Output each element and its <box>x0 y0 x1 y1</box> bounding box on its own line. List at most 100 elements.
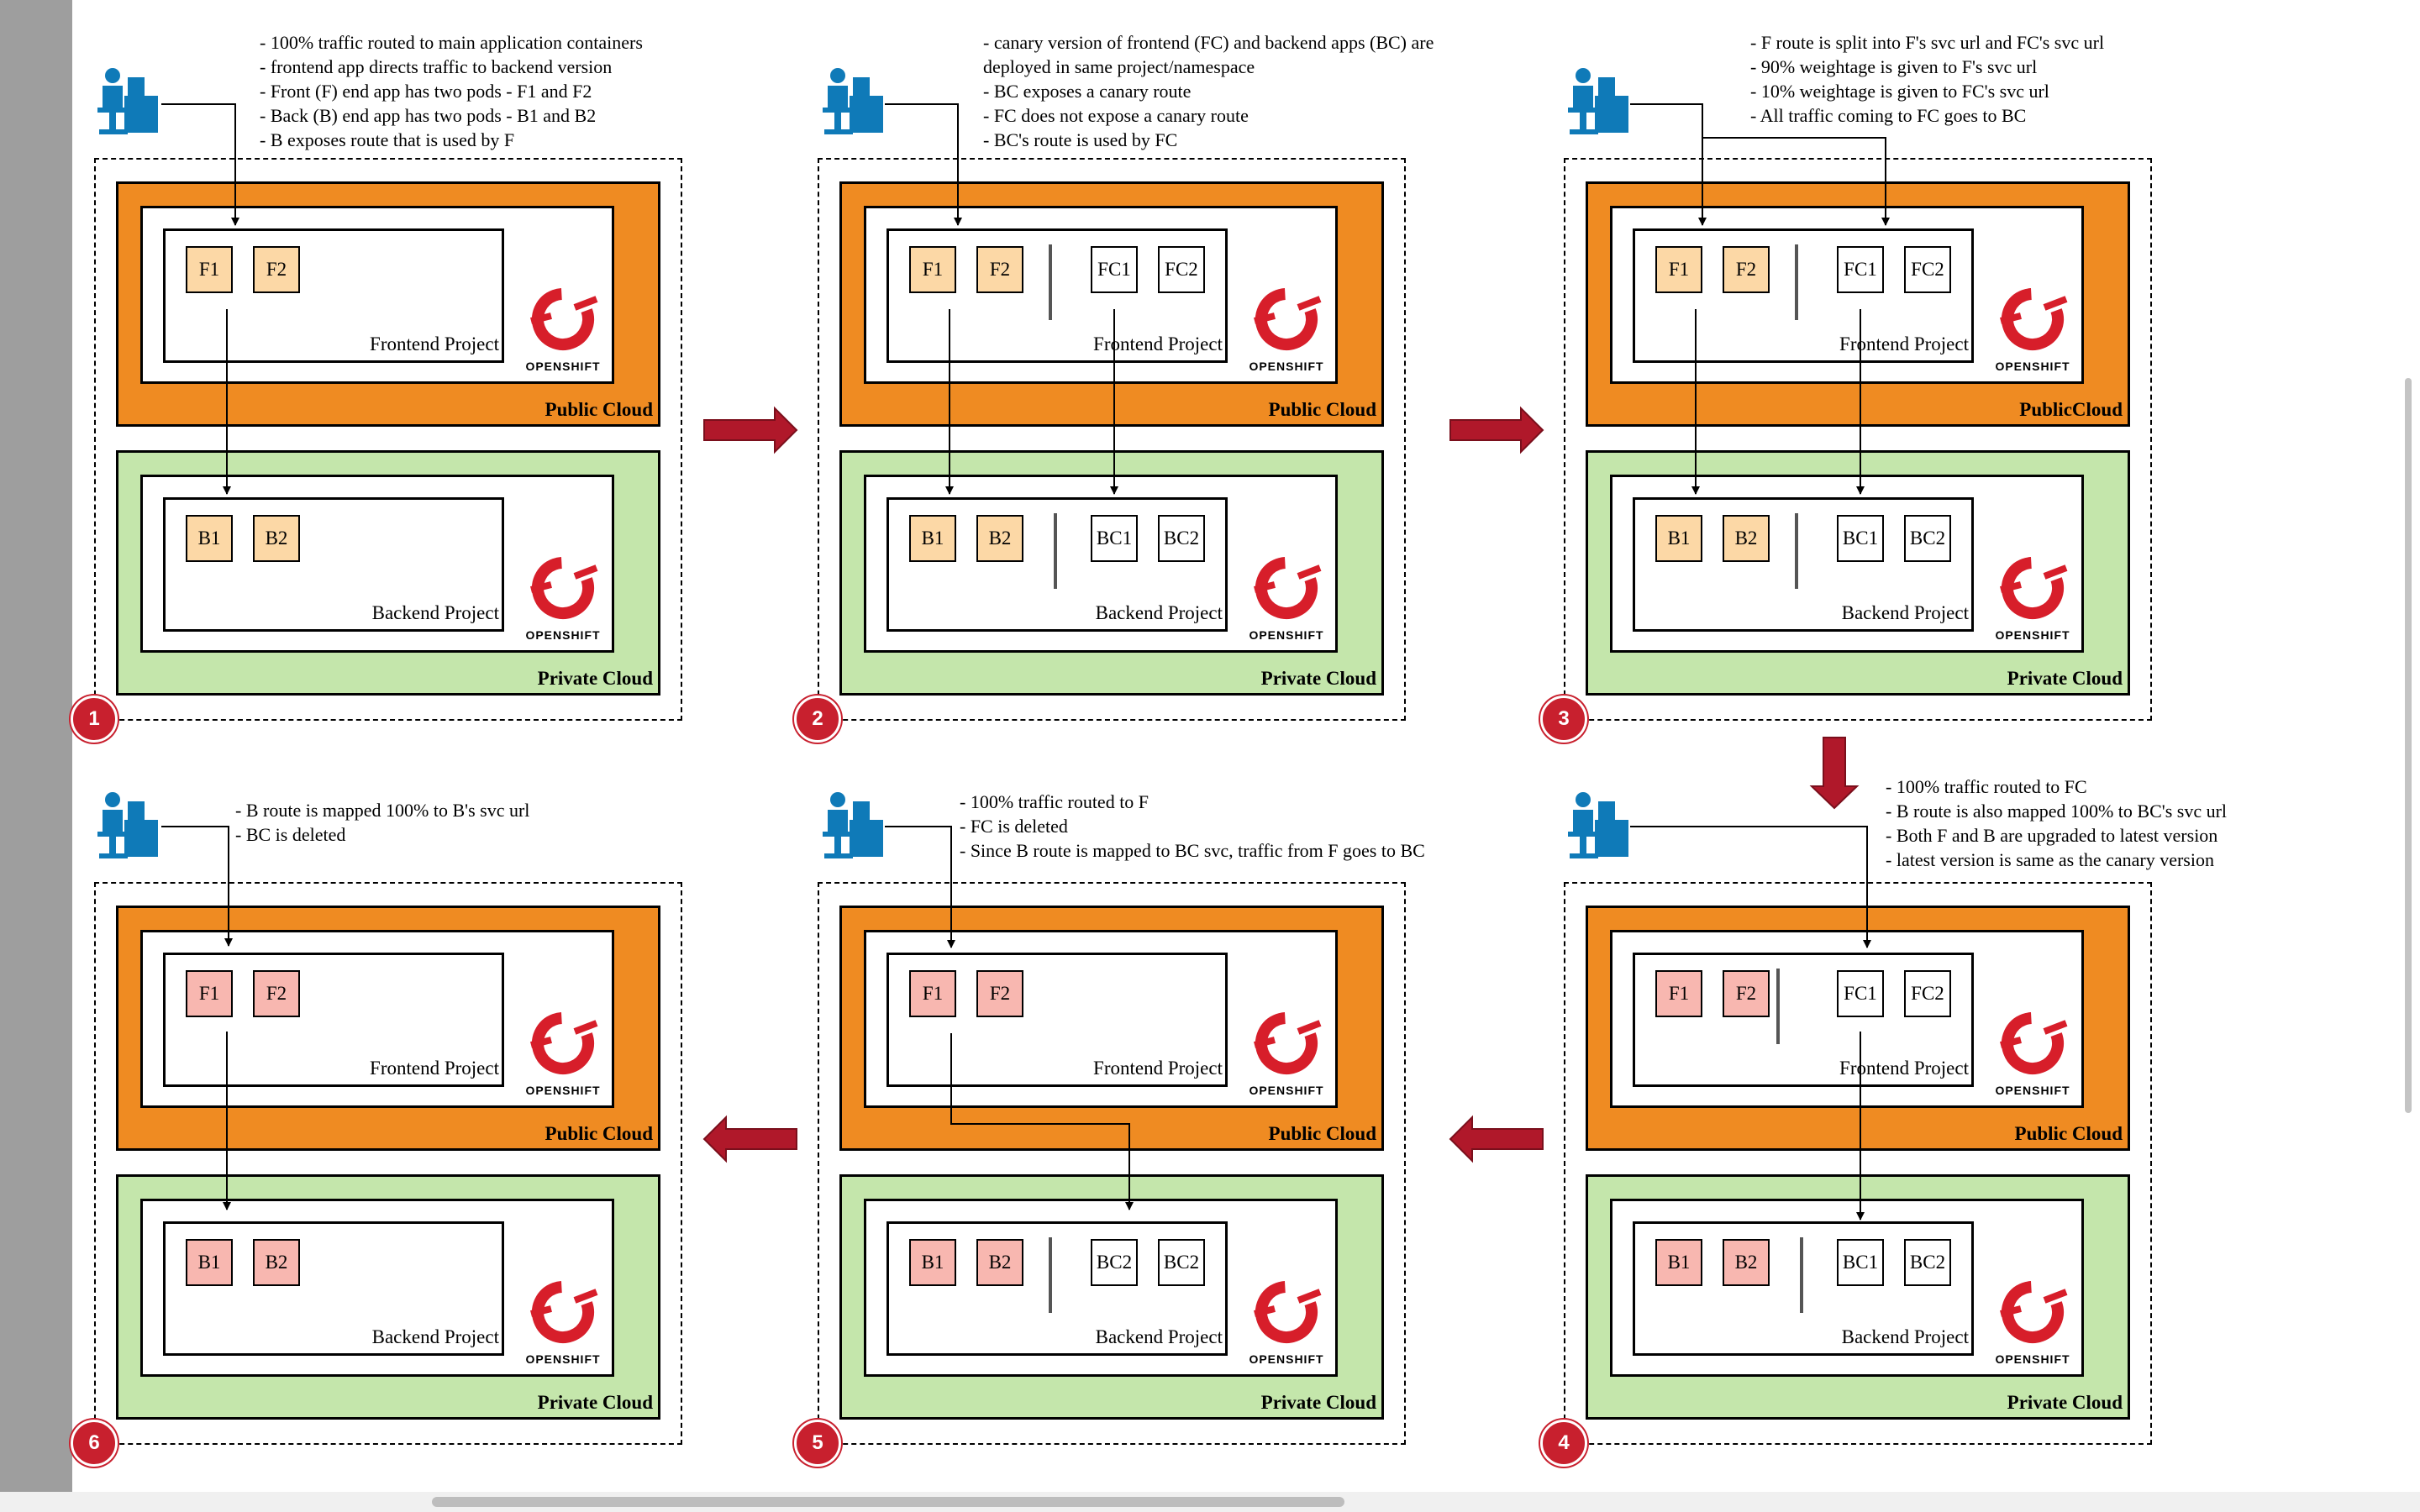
openshift-logo: OPENSHIFT <box>523 551 603 642</box>
pod-b1[interactable]: B1 <box>1655 1239 1702 1286</box>
openshift-logo: OPENSHIFT <box>1246 1006 1327 1097</box>
canary-pod-bc2[interactable]: BC2 <box>1091 1239 1138 1286</box>
pod-f1[interactable]: F1 <box>186 970 233 1017</box>
canary-pod-bc2[interactable]: BC2 <box>1904 1239 1951 1286</box>
pod-b2[interactable]: B2 <box>976 515 1023 562</box>
pod-f2[interactable]: F2 <box>253 246 300 293</box>
canary-pod-fc2[interactable]: FC2 <box>1158 246 1205 293</box>
pod-f1[interactable]: F1 <box>909 970 956 1017</box>
pod-f1[interactable]: F1 <box>1655 970 1702 1017</box>
openshift-wordmark: OPENSHIFT <box>525 628 601 642</box>
backend-project-label: Backend Project <box>1841 1326 1969 1347</box>
pod-b1[interactable]: B1 <box>186 515 233 562</box>
canary-pod-bc1[interactable]: BC1 <box>1837 1239 1884 1286</box>
openshift-logo: OPENSHIFT <box>1992 1006 2073 1097</box>
openshift-wordmark: OPENSHIFT <box>1995 628 2070 642</box>
canary-pod-bc1[interactable]: BC1 <box>1837 515 1884 562</box>
step-notes: - F route is split into F's svc url and … <box>1750 30 2104 128</box>
step-notes: - 100% traffic routed to main applicatio… <box>260 30 643 152</box>
openshift-logo: OPENSHIFT <box>1992 1275 2073 1366</box>
frontend-project-label: Frontend Project <box>1839 1058 1969 1079</box>
pod-b2[interactable]: B2 <box>253 515 300 562</box>
note-line: - F route is split into F's svc url and … <box>1750 32 2105 53</box>
pod-b2[interactable]: B2 <box>253 1239 300 1286</box>
step-notes: - canary version of frontend (FC) and ba… <box>983 30 1434 152</box>
pod-f2[interactable]: F2 <box>1723 970 1770 1017</box>
canary-pod-bc1[interactable]: BC1 <box>1091 515 1138 562</box>
backend-project-label: Backend Project <box>371 1326 499 1347</box>
pod-f2[interactable]: F2 <box>976 246 1023 293</box>
canary-pod-fc1[interactable]: FC1 <box>1091 246 1138 293</box>
note-line: - B exposes route that is used by F <box>260 129 515 150</box>
step-number-badge: 4 <box>1540 1420 1587 1467</box>
public-cloud-label: Public Cloud <box>1268 1123 1376 1144</box>
project-divider <box>1776 969 1780 1044</box>
canary-pod-bc2[interactable]: BC2 <box>1158 1239 1205 1286</box>
canary-pod-fc1[interactable]: FC1 <box>1837 246 1884 293</box>
user-at-computer-icon <box>823 791 885 864</box>
note-line: - BC is deleted <box>235 824 346 845</box>
vertical-scrollbar-thumb[interactable] <box>2405 378 2412 1113</box>
openshift-logo: OPENSHIFT <box>1992 282 2073 373</box>
pod-f2[interactable]: F2 <box>253 970 300 1017</box>
canary-pod-fc2[interactable]: FC2 <box>1904 246 1951 293</box>
canary-pod-fc1[interactable]: FC1 <box>1837 970 1884 1017</box>
project-divider <box>1795 513 1798 589</box>
pod-f2[interactable]: F2 <box>1723 246 1770 293</box>
pod-b1[interactable]: B1 <box>909 515 956 562</box>
openshift-wordmark: OPENSHIFT <box>1249 628 1324 642</box>
pod-b2[interactable]: B2 <box>976 1239 1023 1286</box>
canary-pod-fc2[interactable]: FC2 <box>1904 970 1951 1017</box>
public-cloud-label: Public Cloud <box>2014 1123 2123 1144</box>
pod-f2[interactable]: F2 <box>976 970 1023 1017</box>
pod-b1[interactable]: B1 <box>186 1239 233 1286</box>
pod-f1[interactable]: F1 <box>909 246 956 293</box>
horizontal-scrollbar-thumb[interactable] <box>432 1497 1344 1507</box>
canary-pod-bc2[interactable]: BC2 <box>1904 515 1951 562</box>
openshift-wordmark: OPENSHIFT <box>525 1084 601 1097</box>
pod-b2[interactable]: B2 <box>1723 515 1770 562</box>
private-cloud-label: Private Cloud <box>1260 1392 1376 1413</box>
frontend-project-label: Frontend Project <box>1093 333 1223 354</box>
canary-pod-bc2[interactable]: BC2 <box>1158 515 1205 562</box>
note-line: - B route is mapped 100% to B's svc url <box>235 800 530 821</box>
note-line: - 100% traffic routed to FC <box>1886 776 2087 797</box>
pod-b1[interactable]: B1 <box>909 1239 956 1286</box>
openshift-wordmark: OPENSHIFT <box>1249 1352 1324 1366</box>
note-line: - Both F and B are upgraded to latest ve… <box>1886 825 2218 846</box>
pod-b1[interactable]: B1 <box>1655 515 1702 562</box>
pod-f1[interactable]: F1 <box>186 246 233 293</box>
backend-project-label: Backend Project <box>371 602 499 623</box>
pod-b2[interactable]: B2 <box>1723 1239 1770 1286</box>
pod-f1[interactable]: F1 <box>1655 246 1702 293</box>
